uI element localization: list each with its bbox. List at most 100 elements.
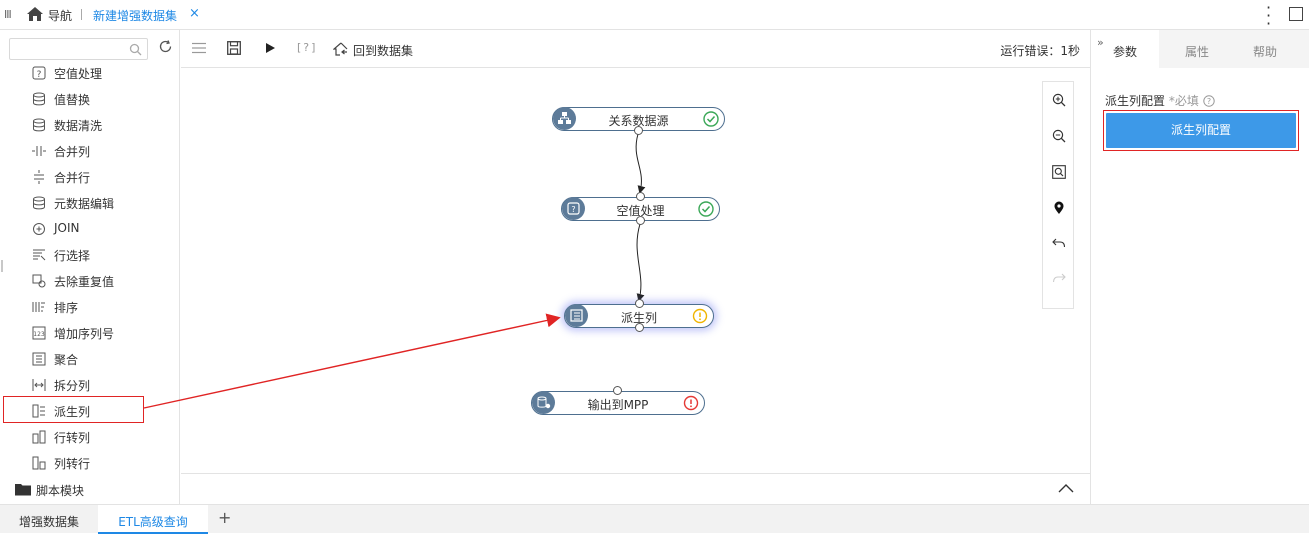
- tool-item-label: JOIN: [54, 221, 80, 235]
- properties-tabs: 参数 » 属性 帮助: [1091, 30, 1309, 68]
- folder-icon: [15, 484, 31, 496]
- folder-script-modules[interactable]: 脚本模块: [15, 480, 175, 500]
- tool-item[interactable]: 合并列: [32, 141, 172, 161]
- left-panel-resize-handle[interactable]: [1, 260, 3, 272]
- database-icon: [33, 196, 45, 210]
- help-bracket-icon[interactable]: [?]: [297, 41, 318, 54]
- column-to-row-icon: [32, 456, 46, 470]
- help-circle-icon[interactable]: ?: [1202, 95, 1215, 107]
- aggregate-icon: [32, 352, 46, 366]
- menu-grip-icon[interactable]: III: [4, 8, 12, 21]
- tool-item-label: 增加序列号: [54, 327, 115, 341]
- canvas-controls: [1042, 81, 1074, 309]
- merge-rows-icon: [34, 170, 44, 184]
- tool-item[interactable]: JOIN: [32, 219, 172, 239]
- tool-item[interactable]: 聚合: [32, 349, 172, 369]
- tab-label: 属性: [1184, 45, 1209, 59]
- close-icon[interactable]: ×: [189, 6, 200, 21]
- tool-item-label: 排序: [54, 301, 79, 315]
- tab-params[interactable]: 参数: [1091, 30, 1159, 68]
- chevron-up-icon[interactable]: [1058, 483, 1074, 493]
- tool-item-label: 空值处理: [54, 67, 103, 81]
- input-port[interactable]: [635, 299, 644, 308]
- run-icon[interactable]: [266, 43, 275, 53]
- node-label: 关系数据源: [608, 114, 669, 128]
- edge-null-to-derived: [636, 223, 645, 302]
- redo-icon[interactable]: [1052, 272, 1066, 284]
- output-port[interactable]: [634, 126, 643, 135]
- tool-item-label: 派生列: [54, 405, 91, 419]
- svg-text:?: ?: [571, 205, 575, 214]
- back-to-dataset-button[interactable]: 回到数据集: [353, 44, 414, 58]
- tab-enhanced-dataset[interactable]: 增强数据集: [0, 505, 98, 534]
- tool-item[interactable]: 合并行: [32, 167, 172, 187]
- tool-item-label: 拆分列: [54, 379, 91, 393]
- required-marker: *必填: [1168, 94, 1199, 108]
- edge-source-to-null: [635, 133, 646, 194]
- tool-item[interactable]: ?空值处理: [32, 63, 172, 83]
- input-port[interactable]: [613, 386, 622, 395]
- tool-item[interactable]: 行转列: [32, 427, 172, 447]
- zoom-in-icon[interactable]: [1052, 93, 1066, 107]
- list-icon[interactable]: [192, 42, 206, 54]
- tool-item[interactable]: 列转行: [32, 453, 172, 473]
- output-port[interactable]: [636, 216, 645, 225]
- input-port[interactable]: [636, 192, 645, 201]
- refresh-icon[interactable]: [158, 39, 173, 54]
- tool-item[interactable]: 数据清洗: [32, 115, 172, 135]
- divider: [81, 9, 82, 20]
- success-check-icon: [698, 201, 714, 217]
- save-icon[interactable]: [227, 41, 241, 55]
- split-column-icon: [32, 379, 46, 391]
- tool-item[interactable]: 行选择: [32, 245, 172, 265]
- derived-column-icon: [32, 404, 45, 418]
- row-filter-icon: [33, 249, 46, 261]
- home-icon[interactable]: [26, 6, 44, 22]
- back-home-icon[interactable]: [333, 42, 349, 56]
- node-label: 派生列: [620, 311, 657, 325]
- tab-new-dataset[interactable]: 新建增强数据集: [93, 9, 178, 23]
- merge-columns-icon: [32, 146, 46, 156]
- location-pin-icon[interactable]: [1053, 201, 1065, 215]
- undo-icon[interactable]: [1052, 237, 1066, 249]
- dedupe-icon: [32, 274, 46, 288]
- serial-number-icon: 123: [32, 326, 46, 340]
- tool-item[interactable]: 拆分列: [32, 375, 172, 395]
- folder-label: 脚本模块: [36, 484, 85, 498]
- fit-view-icon[interactable]: [1052, 165, 1066, 179]
- collapse-right-icon[interactable]: »: [1097, 36, 1104, 49]
- success-check-icon: [703, 111, 719, 127]
- tool-item[interactable]: 派生列: [32, 401, 172, 421]
- nav-label[interactable]: 导航: [48, 9, 73, 23]
- error-icon: [683, 395, 699, 411]
- output-port[interactable]: [635, 323, 644, 332]
- tool-item[interactable]: 元数据编辑: [32, 193, 172, 213]
- flow-canvas[interactable]: 关系数据源 ? 空值处理 派生列 输出到MPP: [181, 69, 1090, 473]
- database-icon: [33, 118, 45, 132]
- tool-item-label: 行选择: [54, 249, 91, 263]
- top-bar: III 导航 新建增强数据集 × ···: [0, 0, 1309, 33]
- maximize-icon[interactable]: [1289, 7, 1303, 21]
- tab-properties[interactable]: 属性: [1165, 30, 1229, 68]
- derived-column-icon: [565, 304, 588, 327]
- tool-item-label: 行转列: [54, 431, 91, 445]
- tab-help[interactable]: 帮助: [1233, 30, 1297, 68]
- tool-item[interactable]: 排序: [32, 297, 172, 317]
- svg-text:?: ?: [1207, 97, 1211, 106]
- derived-column-config-button[interactable]: 派生列配置: [1106, 113, 1296, 148]
- tool-item[interactable]: 去除重复值: [32, 271, 172, 291]
- search-icon: [129, 43, 142, 56]
- annotation-highlight-box: [3, 396, 144, 423]
- tool-item[interactable]: 值替换: [32, 89, 172, 109]
- join-icon: [33, 223, 45, 235]
- tool-item[interactable]: 123 增加序列号: [32, 323, 172, 343]
- more-vertical-icon[interactable]: ···: [1266, 0, 1272, 33]
- tab-label: 增强数据集: [18, 515, 79, 529]
- tab-etl-advanced-query[interactable]: ETL高级查询: [98, 505, 208, 534]
- annotation-highlight-box: [1103, 110, 1299, 151]
- svg-text:123: 123: [33, 331, 45, 338]
- add-tab-icon[interactable]: +: [218, 508, 232, 527]
- tool-item-label: 数据清洗: [54, 119, 103, 133]
- search-input[interactable]: [9, 38, 148, 60]
- zoom-out-icon[interactable]: [1052, 129, 1066, 143]
